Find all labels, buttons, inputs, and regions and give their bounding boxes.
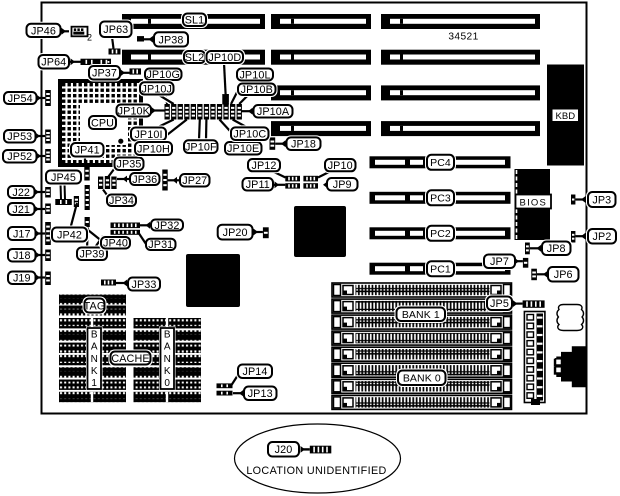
svg-text:JP36: JP36 xyxy=(132,174,157,186)
svg-text:BANK 1: BANK 1 xyxy=(402,309,440,321)
svg-text:JP12: JP12 xyxy=(251,160,276,172)
svg-text:JP10L: JP10L xyxy=(239,69,270,81)
svg-text:2: 2 xyxy=(87,33,92,43)
svg-text:JP10B: JP10B xyxy=(241,84,273,96)
svg-text:CACHE: CACHE xyxy=(111,353,149,365)
svg-text:JP10F: JP10F xyxy=(185,142,217,154)
svg-text:J17: J17 xyxy=(13,228,31,240)
svg-text:JP10H: JP10H xyxy=(137,143,170,155)
svg-text:B: B xyxy=(91,329,98,340)
svg-text:JP32: JP32 xyxy=(154,220,179,232)
svg-text:JP20: JP20 xyxy=(223,227,248,239)
svg-text:JP42: JP42 xyxy=(57,229,82,241)
svg-text:JP38: JP38 xyxy=(158,34,183,46)
svg-text:JP27: JP27 xyxy=(182,175,207,187)
svg-text:JP64: JP64 xyxy=(41,57,66,69)
svg-text:JP5: JP5 xyxy=(490,298,509,310)
svg-text:JP9: JP9 xyxy=(333,179,352,191)
svg-text:0: 0 xyxy=(164,378,170,389)
svg-text:A: A xyxy=(164,342,171,353)
svg-text:JP14: JP14 xyxy=(242,366,267,378)
svg-text:N: N xyxy=(91,354,98,365)
svg-text:JP10I: JP10I xyxy=(134,129,162,141)
svg-text:LOCATION UNIDENTIFIED: LOCATION UNIDENTIFIED xyxy=(246,465,386,477)
svg-text:JP35: JP35 xyxy=(116,159,141,171)
svg-text:34521: 34521 xyxy=(448,32,478,43)
svg-text:JP45: JP45 xyxy=(51,172,76,184)
svg-text:JP10E: JP10E xyxy=(227,143,259,155)
svg-text:J20: J20 xyxy=(275,444,293,456)
svg-text:JP6: JP6 xyxy=(554,269,573,281)
svg-text:K: K xyxy=(91,366,98,377)
svg-text:JP2: JP2 xyxy=(593,231,612,243)
svg-text:PC3: PC3 xyxy=(430,193,451,205)
svg-text:BANK 0: BANK 0 xyxy=(403,373,441,385)
svg-text:JP8: JP8 xyxy=(547,243,566,255)
svg-text:JP37: JP37 xyxy=(92,68,117,80)
svg-text:JP41: JP41 xyxy=(75,145,100,157)
svg-text:JP63: JP63 xyxy=(103,24,128,36)
svg-text:CPU: CPU xyxy=(91,117,114,129)
svg-text:PC1: PC1 xyxy=(430,264,451,276)
svg-text:JP18: JP18 xyxy=(291,139,316,151)
svg-text:J21: J21 xyxy=(12,204,30,216)
svg-text:JP52: JP52 xyxy=(7,151,32,163)
svg-text:PC4: PC4 xyxy=(430,157,451,169)
svg-text:BIOS: BIOS xyxy=(520,197,548,208)
svg-text:JP54: JP54 xyxy=(8,93,33,105)
svg-text:JP34: JP34 xyxy=(109,195,134,207)
svg-text:JP40: JP40 xyxy=(103,238,128,250)
svg-text:JP53: JP53 xyxy=(7,131,32,143)
svg-text:JP39: JP39 xyxy=(79,249,104,261)
svg-text:J19: J19 xyxy=(13,273,31,285)
svg-text:JP33: JP33 xyxy=(131,279,156,291)
svg-text:B: B xyxy=(164,329,171,340)
svg-text:JP11: JP11 xyxy=(246,179,270,191)
svg-text:A: A xyxy=(91,342,98,353)
svg-text:JP31: JP31 xyxy=(148,239,173,251)
svg-text:JP46: JP46 xyxy=(31,25,56,37)
svg-text:1: 1 xyxy=(91,378,97,389)
svg-text:N: N xyxy=(164,354,171,365)
svg-text:KBD: KBD xyxy=(556,111,576,122)
svg-text:PC2: PC2 xyxy=(430,228,451,240)
svg-text:JP10J: JP10J xyxy=(142,83,173,95)
svg-text:JP10C: JP10C xyxy=(233,129,266,141)
svg-text:JP10A: JP10A xyxy=(257,106,290,118)
svg-text:K: K xyxy=(164,366,171,377)
svg-text:J18: J18 xyxy=(13,250,31,262)
svg-text:JP7: JP7 xyxy=(490,256,509,268)
svg-text:JP13: JP13 xyxy=(248,388,273,400)
svg-text:J22: J22 xyxy=(12,187,30,199)
svg-text:JP10G: JP10G xyxy=(146,69,180,81)
svg-text:JP10K: JP10K xyxy=(118,105,151,117)
svg-text:JP3: JP3 xyxy=(592,194,611,206)
svg-text:SL1: SL1 xyxy=(185,15,205,27)
svg-text:JP10: JP10 xyxy=(328,160,353,172)
svg-text:SL2: SL2 xyxy=(185,52,205,64)
svg-text:JP10D: JP10D xyxy=(208,52,241,64)
svg-text:TAG: TAG xyxy=(84,300,106,312)
